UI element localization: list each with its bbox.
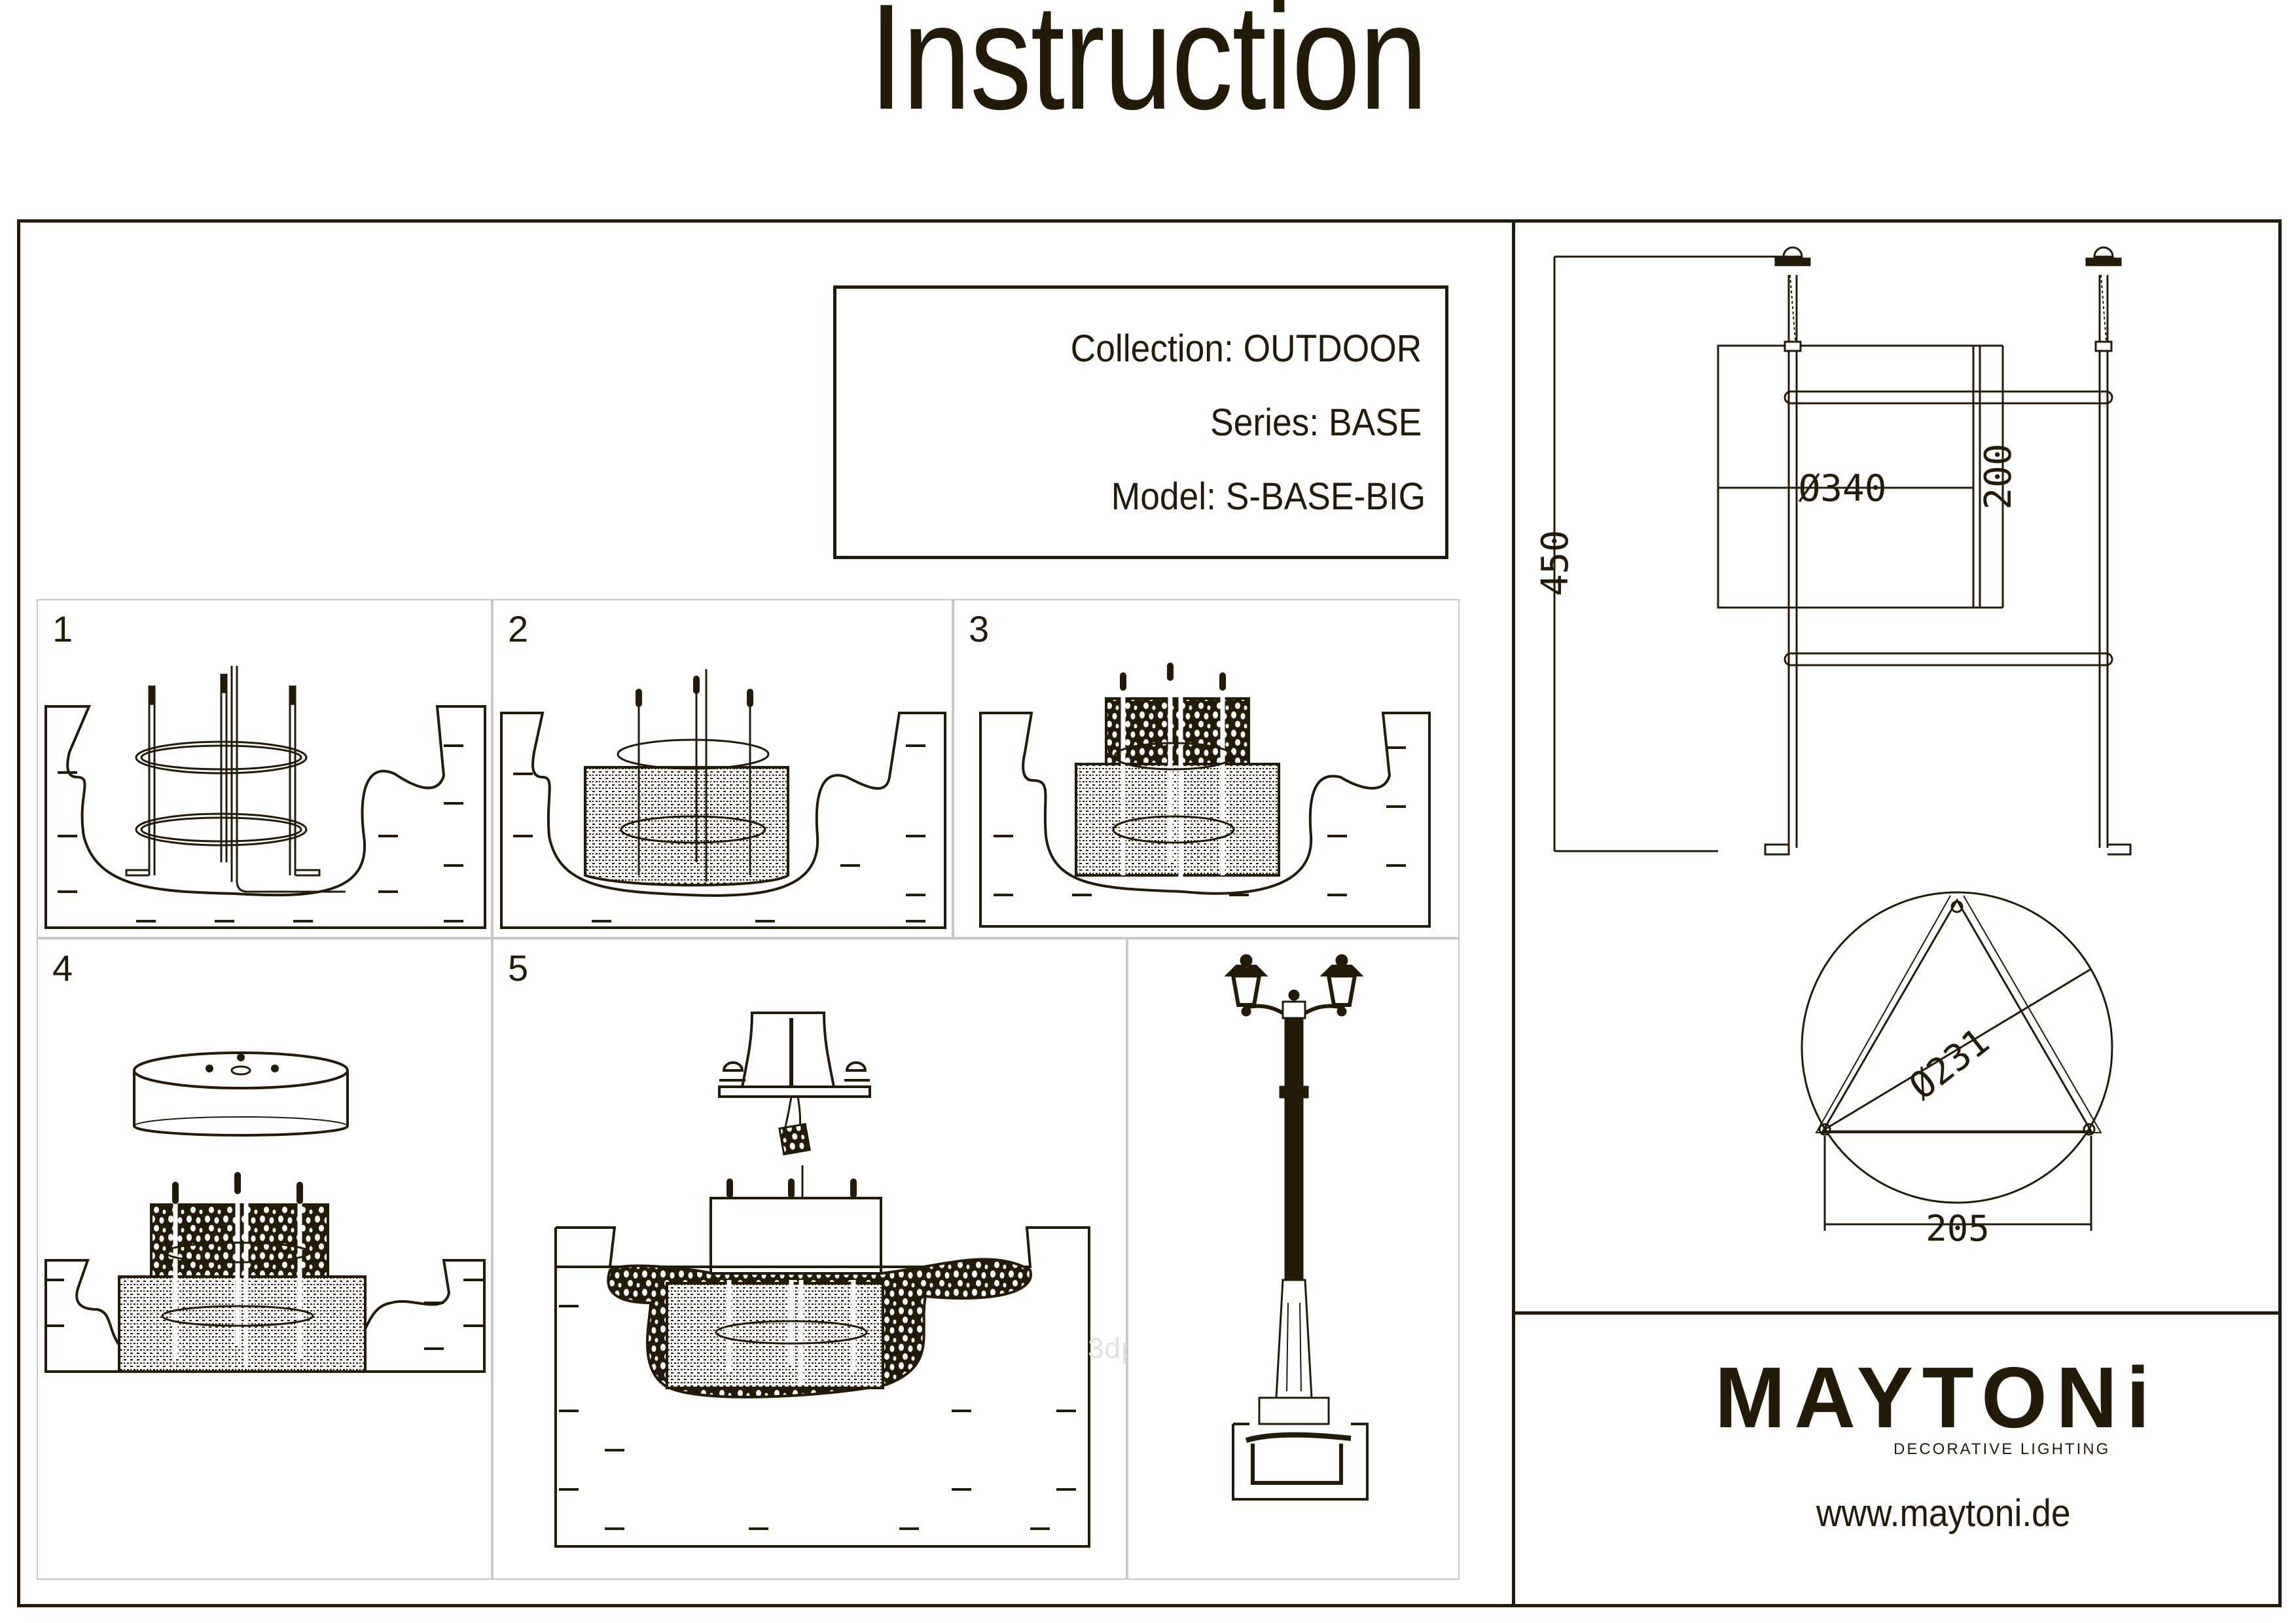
dimension-bolt-spacing: 205 [1926, 1208, 1990, 1249]
lamp-foundation [1232, 1423, 1369, 1501]
lantern-right [1319, 954, 1364, 1017]
series-label: Series: BASE [1210, 401, 1422, 444]
step-5-illustration [554, 1012, 1090, 1548]
step-panel-3: 3 [953, 599, 1460, 938]
soil-hatching [58, 744, 463, 922]
page-frame [17, 219, 2282, 1607]
step-3-illustration [979, 656, 1431, 928]
horizontal-divider [1512, 1311, 2282, 1315]
wiring-connector [778, 1096, 811, 1156]
step-2-illustration [500, 669, 946, 929]
brand-logo: MAYTONi [1715, 1349, 2159, 1446]
lamp-post-panel [1127, 938, 1460, 1580]
step-number: 1 [52, 608, 73, 649]
step-panel-1: 1 [37, 599, 492, 938]
cylinder-form [133, 1051, 349, 1137]
step-number: 5 [508, 947, 529, 989]
lamp-base-flange [718, 1012, 871, 1098]
anchor-cage-side-view: 450 Ø340 200 [1534, 246, 2132, 856]
step-number: 4 [52, 947, 73, 989]
step-number: 3 [969, 608, 990, 649]
anchor-ring-top-view: Ø231 205 [1801, 891, 2113, 1249]
lamp-post-illustration [1224, 954, 1369, 1501]
step-panel-5: 5 [492, 938, 1227, 1580]
step-panel-2: 2 [492, 599, 953, 938]
anchor-cage [125, 666, 346, 893]
step-panel-4: 4 [37, 938, 492, 1580]
model-label: Model: S-BASE-BIG [1111, 475, 1426, 518]
document-title: Instruction [869, 0, 1428, 141]
dimension-cage-height: 200 [1977, 443, 2020, 509]
product-info-box: Collection: OUTDOOR Series: BASE Model: … [833, 285, 1448, 559]
vertical-divider [1512, 219, 1515, 1607]
step-1-illustration [45, 666, 486, 929]
brand-website[interactable]: www.maytoni.de [1816, 1492, 2071, 1535]
brand-tagline: DECORATIVE LIGHTING [1893, 1440, 2111, 1458]
step-number: 2 [508, 608, 529, 649]
collection-label: Collection: OUTDOOR [1070, 327, 1422, 370]
dimension-total-height: 450 [1534, 530, 1577, 596]
lantern-left [1224, 954, 1268, 1017]
dimension-cage-diameter: Ø340 [1799, 467, 1887, 510]
step-4-illustration [45, 1051, 486, 1373]
